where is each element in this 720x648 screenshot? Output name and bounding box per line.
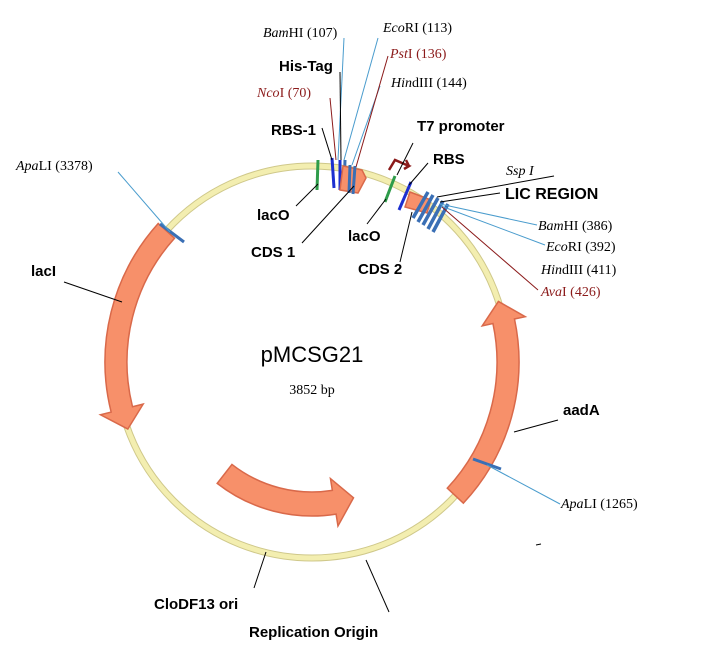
feature-label-lic-region: LIC REGION — [505, 186, 598, 203]
site-label-hindiii-144: HindIII (144) — [390, 76, 467, 91]
leader-lines — [63, 37, 561, 613]
feature-laco-2-mark[interactable] — [383, 175, 397, 203]
site-label-ecori-113: EcoRI (113) — [382, 21, 452, 36]
feature-lic-region-mark[interactable] — [411, 191, 450, 233]
site-label-hindiii-411: HindIII (411) — [540, 263, 617, 278]
feature-aada-arrow[interactable] — [446, 300, 528, 505]
feature-rbs-mark[interactable] — [397, 181, 413, 211]
site-label-avai-426: AvaI (426) — [540, 285, 601, 300]
feature-label-cds-2: CDS 2 — [358, 261, 402, 278]
feature-label-laco-2: lacO — [348, 228, 381, 245]
site-label-bamhi-107: BamHI (107) — [263, 26, 338, 41]
feature-clodf13-arrow[interactable] — [216, 463, 355, 529]
feature-label-cds-1: CDS 1 — [251, 244, 295, 261]
site-label-ncoi-70: NcoI (70) — [256, 86, 311, 101]
site-label-psti-136: PstI (136) — [389, 47, 447, 62]
feature-laci-arrow[interactable] — [98, 222, 176, 431]
feature-rbs-1-mark[interactable] — [330, 157, 336, 189]
feature-label-rbs: RBS — [433, 151, 465, 168]
feature-label-rbs-1: RBS-1 — [271, 122, 316, 139]
feature-cds-1-mark[interactable] — [339, 164, 367, 195]
plasmid-size: 3852 bp — [289, 383, 335, 398]
site-label-apali-1265: ApaLI (1265) — [560, 497, 638, 512]
feature-label-rep-origin: Replication Origin — [249, 624, 378, 641]
site-label-sspi: Ssp I — [506, 164, 535, 179]
feature-label-t7-promoter: T7 promoter — [417, 118, 505, 135]
feature-label-aada: aadA — [563, 402, 600, 419]
feature-label-laci: lacI — [31, 263, 56, 280]
site-label-bamhi-386: BamHI (386) — [538, 219, 613, 234]
t7-promoter-icon[interactable] — [387, 158, 412, 171]
feature-label-laco-1: lacO — [257, 207, 290, 224]
feature-label-clodf13: CloDF13 ori — [154, 596, 238, 613]
apali-1265-tick — [472, 457, 502, 471]
site-label-ecori-392: EcoRI (392) — [545, 240, 616, 255]
feature-label-his-tag: His-Tag — [279, 58, 333, 75]
plasmid-name: pMCSG21 — [261, 342, 364, 367]
apali-3378-tick — [159, 222, 185, 244]
site-label-apali-3378: ApaLI (3378) — [15, 159, 93, 174]
